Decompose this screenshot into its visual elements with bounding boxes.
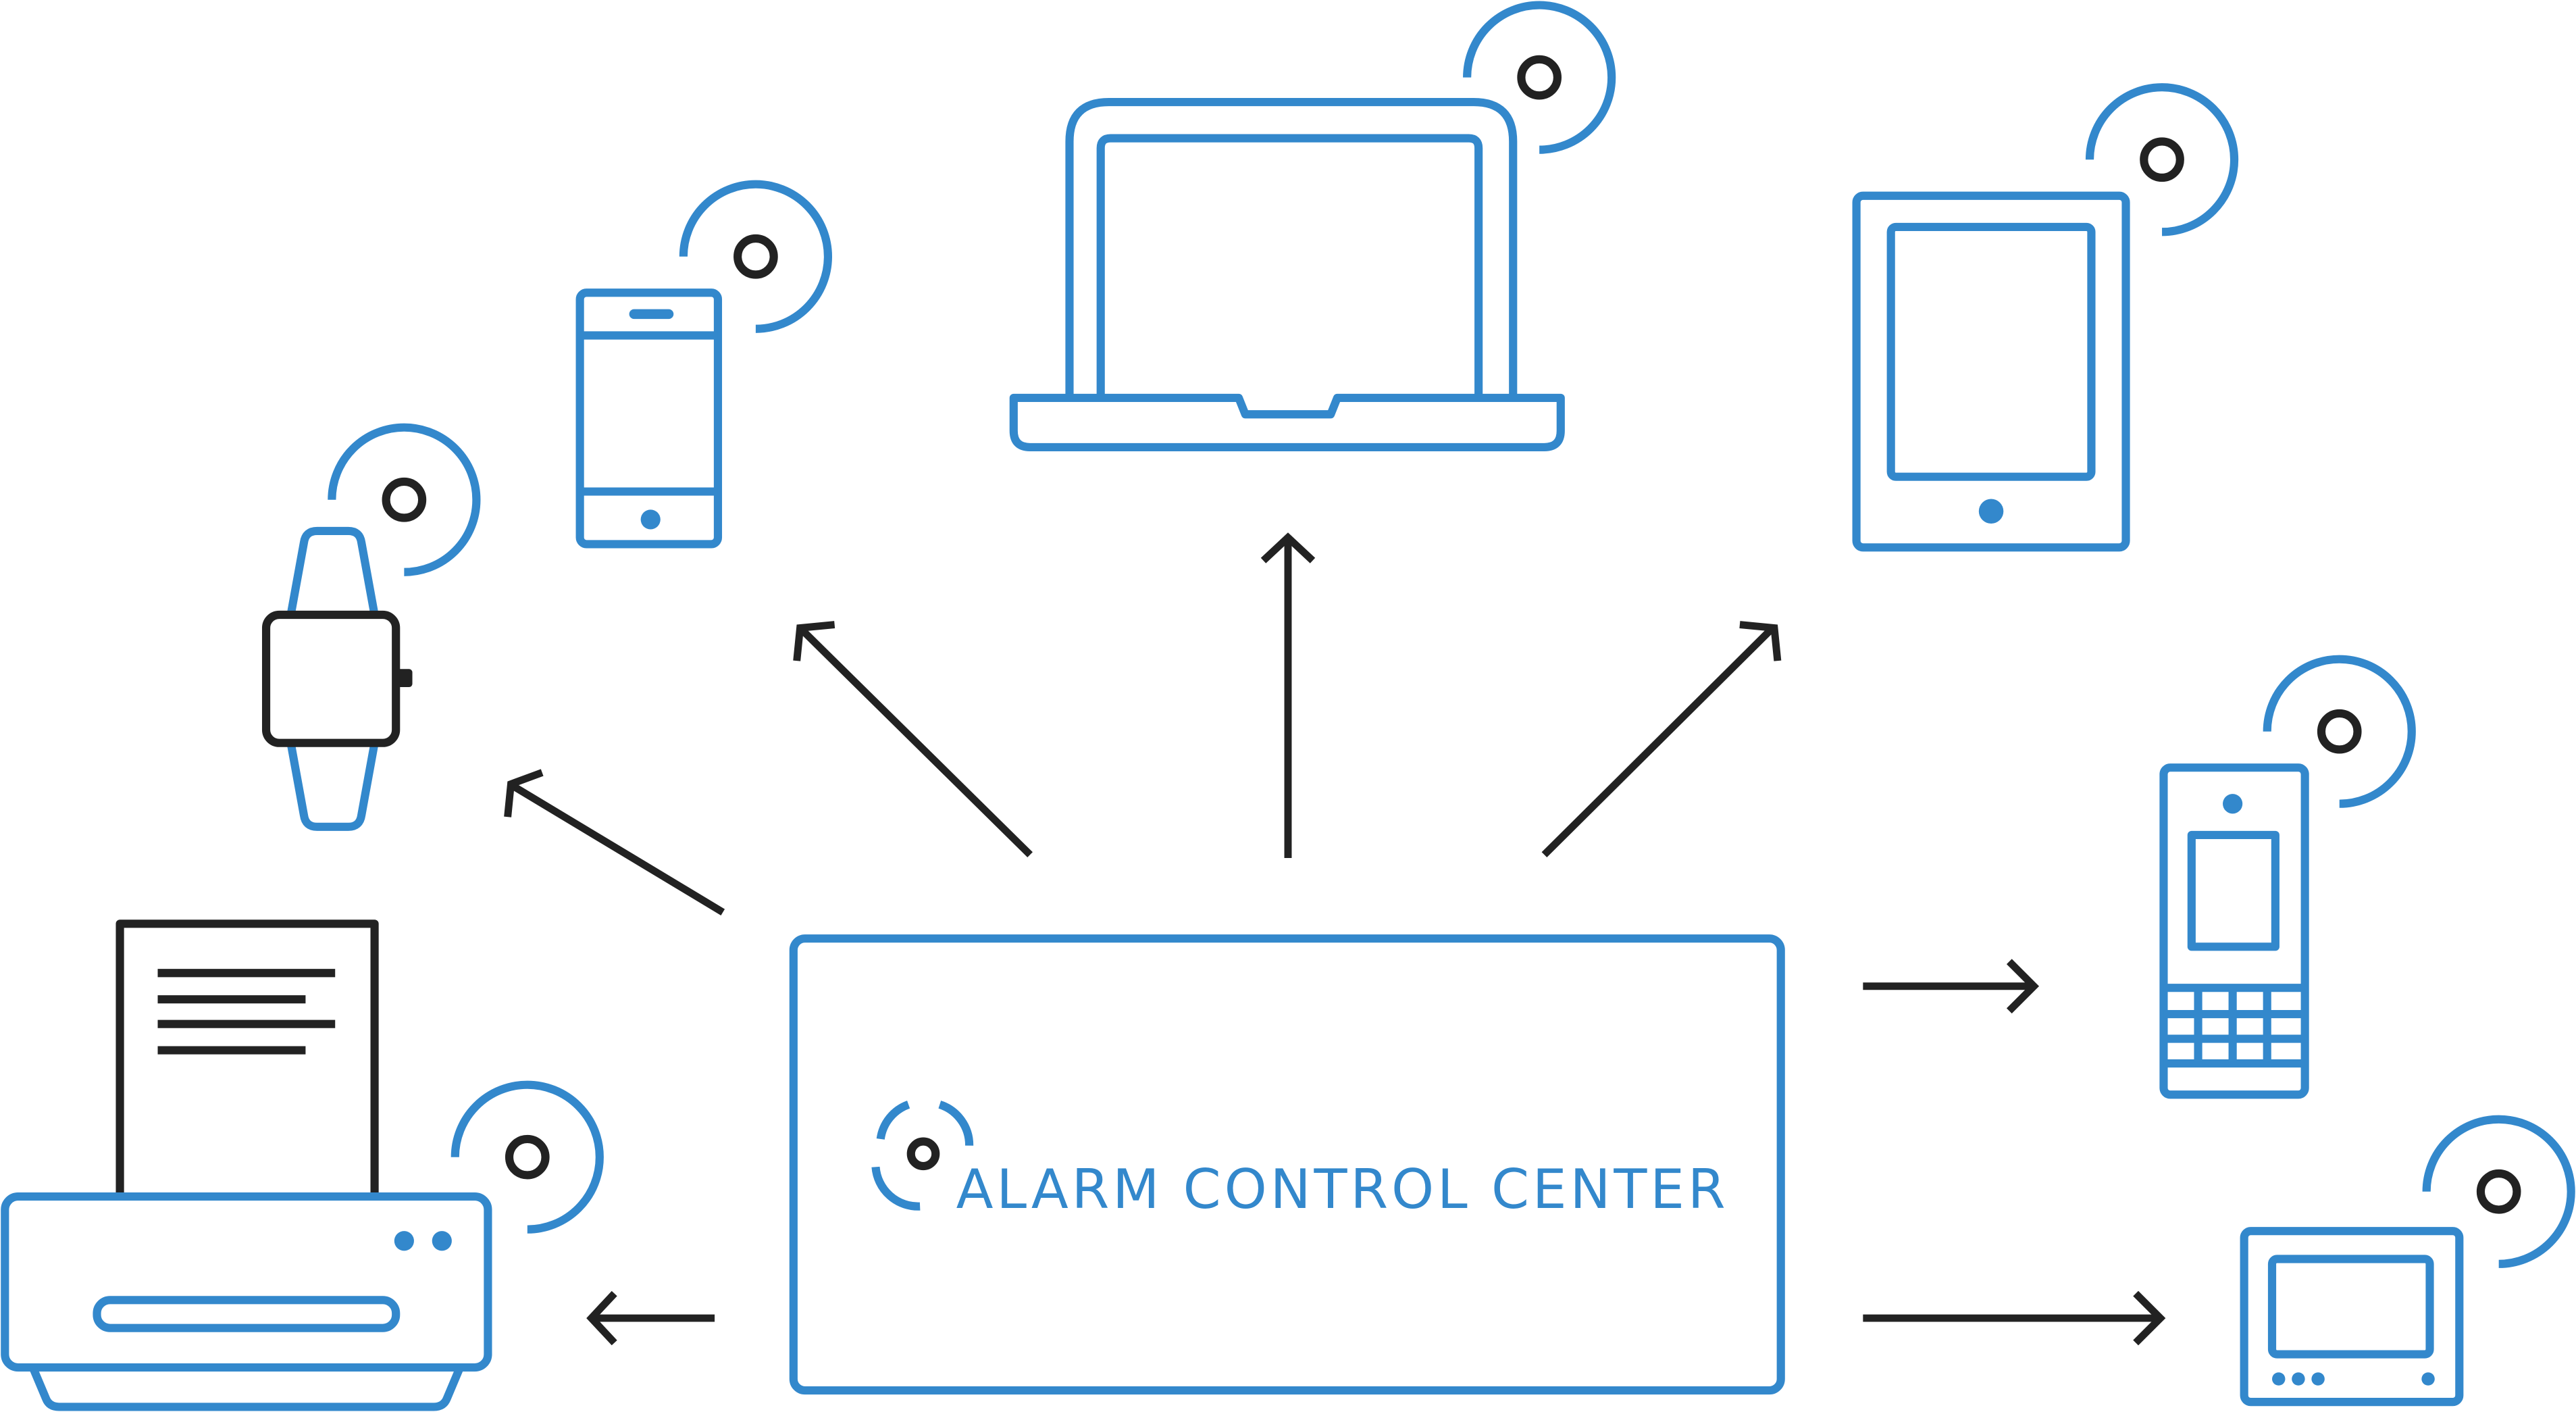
arrow-to-smartwatch	[504, 769, 725, 915]
center-box	[789, 934, 1785, 1395]
intercom-monitor-device[interactable]	[2240, 1115, 2575, 1407]
center-label: ALARM CONTROL CENTER	[956, 1158, 1729, 1221]
laptop-icon	[1009, 98, 1565, 451]
wireless-signal-icon	[2085, 83, 2239, 236]
smartphone-icon	[575, 288, 723, 549]
intercom-monitor-icon	[2240, 1227, 2464, 1407]
printer-icon	[1, 919, 492, 1411]
arrow-to-smartphone	[793, 621, 1033, 858]
arrow-to-keypad-phone	[1863, 959, 2040, 1014]
arrow-to-printer	[586, 1290, 715, 1346]
smartwatch-icon	[261, 526, 413, 831]
tablet-device[interactable]	[1852, 83, 2239, 552]
alarm-control-center[interactable]: ALARM CONTROL CENTER	[789, 934, 1785, 1395]
smartwatch-device[interactable]	[261, 423, 481, 831]
wireless-signal-icon	[2263, 655, 2416, 808]
printer-device[interactable]	[1, 919, 604, 1411]
arrow-to-tablet	[1541, 621, 1782, 858]
laptop-device[interactable]	[1009, 1, 1616, 451]
wireless-signal-icon	[679, 180, 832, 333]
arrow-to-intercom	[1863, 1290, 2166, 1346]
alarm-signal-icon	[871, 1101, 974, 1211]
wireless-signal-icon	[1463, 1, 1616, 154]
keypad-phone-device[interactable]	[2159, 655, 2416, 1099]
smartphone-device[interactable]	[575, 180, 832, 549]
wireless-signal-icon	[450, 1080, 604, 1234]
wireless-signal-icon	[2422, 1115, 2575, 1268]
keypad-phone-icon	[2159, 763, 2309, 1099]
tablet-icon	[1852, 191, 2130, 552]
wireless-signal-icon	[328, 423, 481, 576]
arrow-to-laptop	[1260, 532, 1316, 858]
